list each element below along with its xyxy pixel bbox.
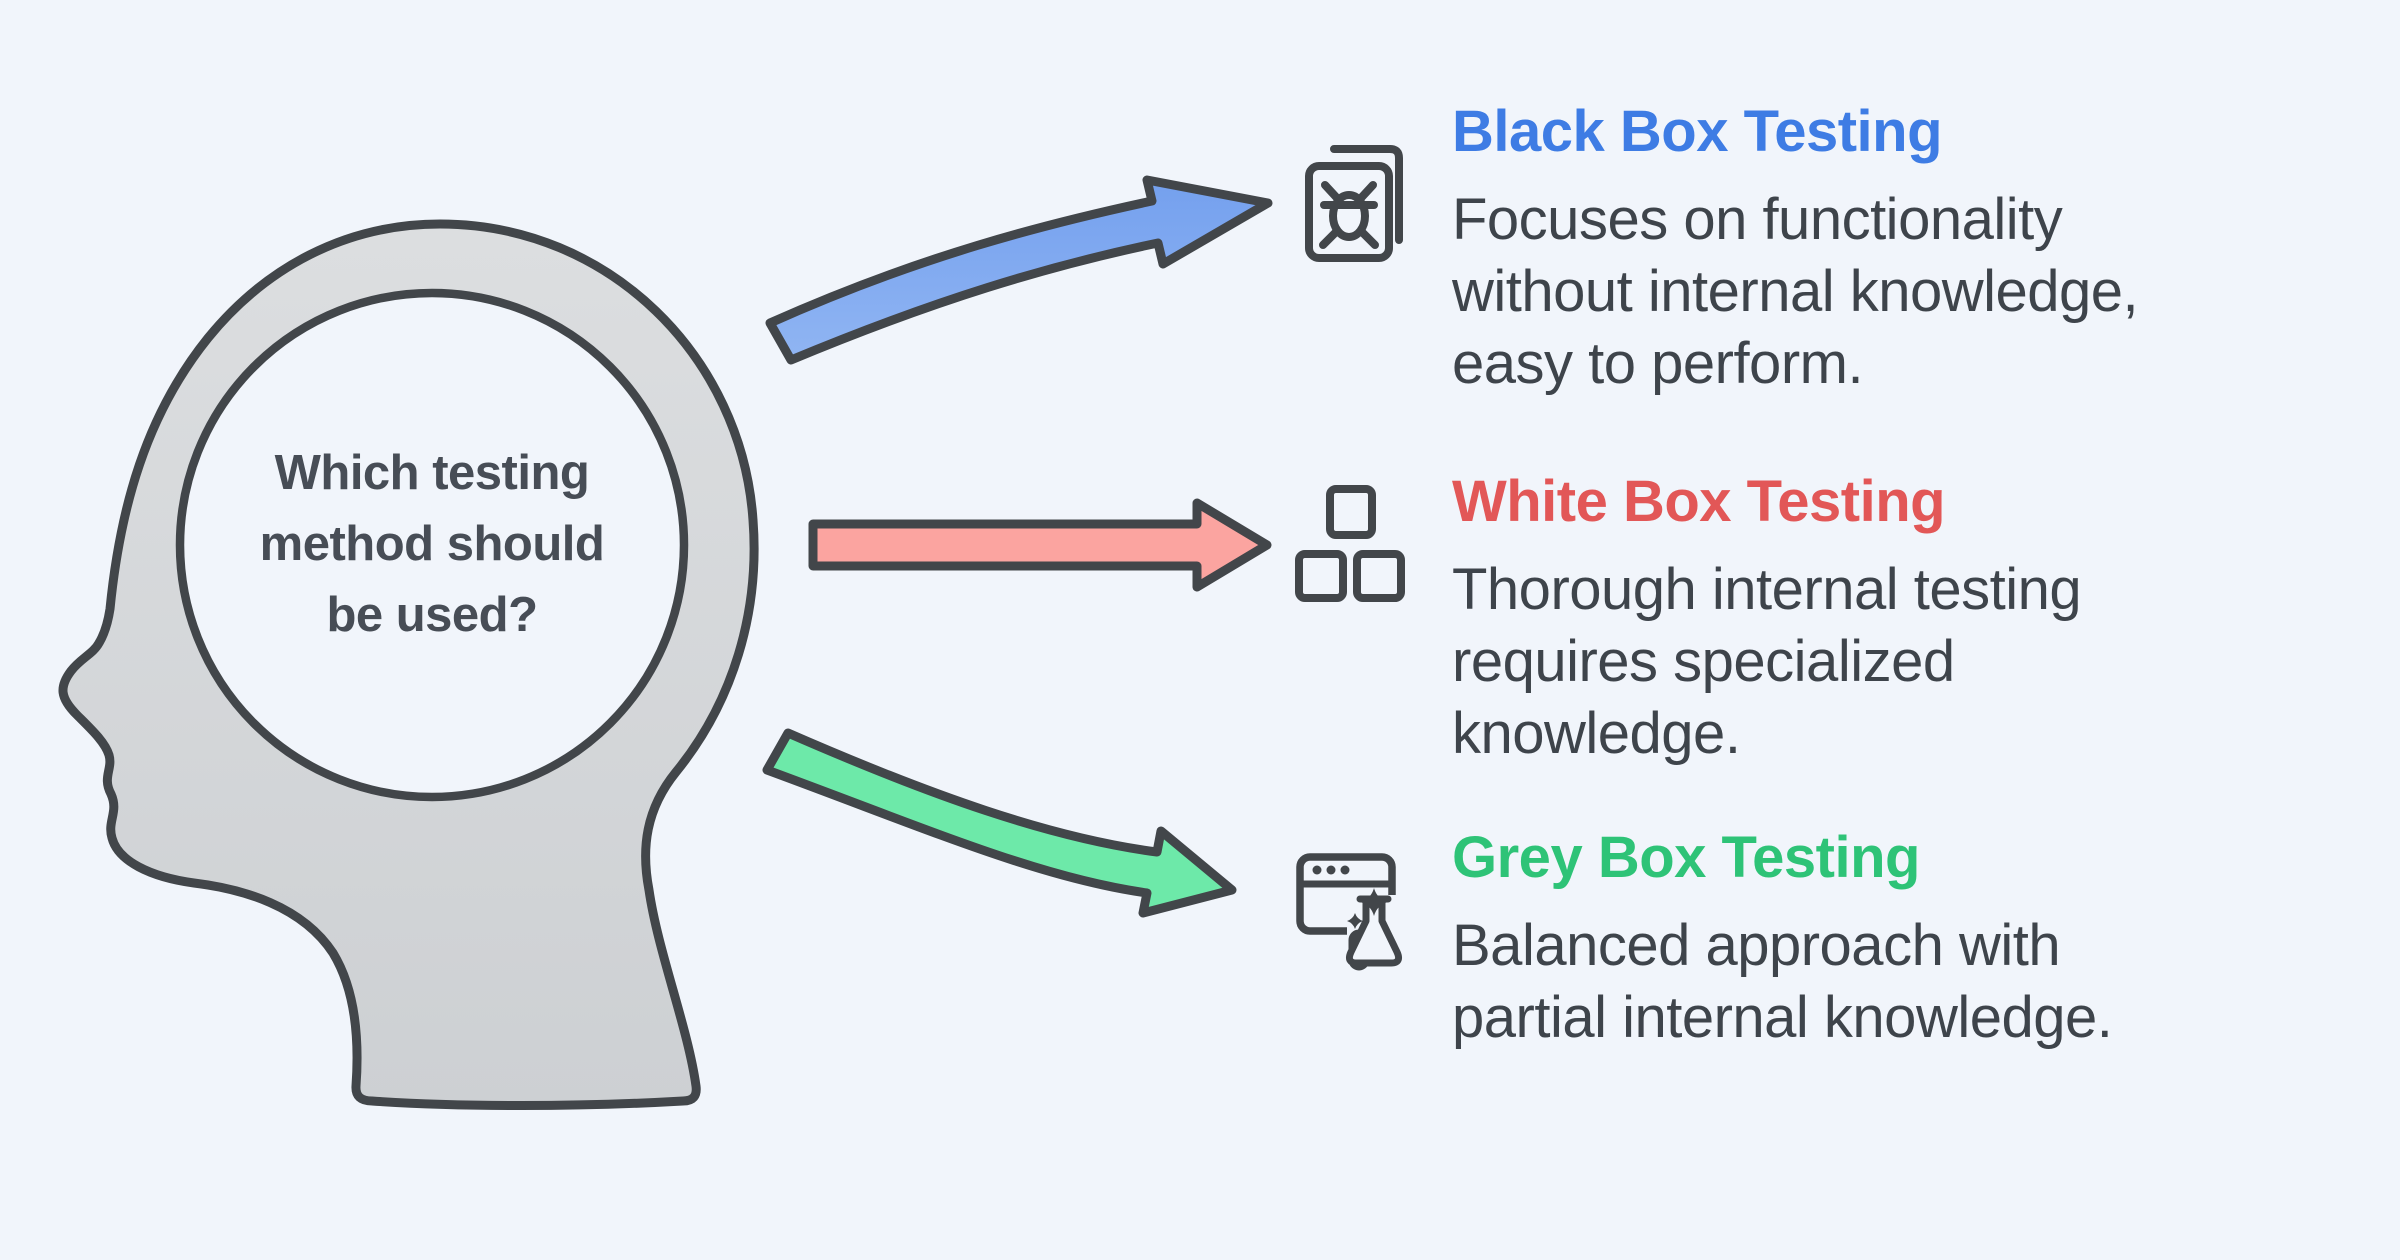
description-line: Thorough internal testing [1452,557,2082,622]
bug-leg-bottom-left [1319,228,1340,249]
white-box-arrow [808,498,1272,592]
description-line: partial internal knowledge. [1452,985,2113,1050]
description-line: Balanced approach with [1452,913,2061,978]
bug-body [1329,191,1369,241]
description-line: Focuses on functionality [1452,187,2063,252]
description-line: knowledge. [1452,701,1741,766]
browser-dot [1340,865,1350,875]
bug-leg-top-right [1357,181,1377,202]
bug-report-icon [1305,145,1403,262]
section-description: Focuses on functionality without interna… [1452,184,2272,400]
blocks-icon [1295,485,1405,602]
block-bottom-right [1353,550,1405,602]
section-title: Grey Box Testing [1452,825,1920,890]
section-black-box: Black Box Testing Focuses on functionali… [1452,100,2272,400]
section-title: White Box Testing [1452,469,1946,534]
section-title: Black Box Testing [1452,99,1943,164]
section-description: Balanced approach with partial internal … [1452,910,2272,1054]
sparkle-small [1347,913,1363,929]
question-line: method should [259,517,605,571]
browser-window [1296,853,1396,935]
section-white-box: White Box Testing Thorough internal test… [1452,470,2272,770]
description-line: without internal knowledge, [1452,259,2139,324]
back-page [1330,145,1403,244]
head-thought-circle [175,288,689,802]
block-bottom-left [1295,550,1347,602]
question-text: Which testing method should be used? [172,438,692,651]
bug-leg-bottom-right [1358,228,1379,249]
flask [1346,896,1402,967]
description-line: requires specialized [1452,629,1955,694]
question-line: Which testing [274,446,590,500]
sparkle-large [1360,888,1388,916]
black-box-arrow [765,175,1273,365]
bug-leg-top-left [1321,181,1341,202]
description-line: easy to perform. [1452,331,1864,396]
browser-dot [1326,865,1336,875]
section-grey-box: Grey Box Testing Balanced approach with … [1452,826,2272,1054]
section-description: Thorough internal testing requires speci… [1452,554,2272,770]
front-page [1305,162,1393,262]
browser-dot [1312,865,1322,875]
block-top [1326,485,1376,539]
question-line: be used? [326,588,538,642]
head-silhouette [58,219,759,1110]
grey-box-arrow [762,728,1237,918]
web-test-icon [1296,853,1408,972]
